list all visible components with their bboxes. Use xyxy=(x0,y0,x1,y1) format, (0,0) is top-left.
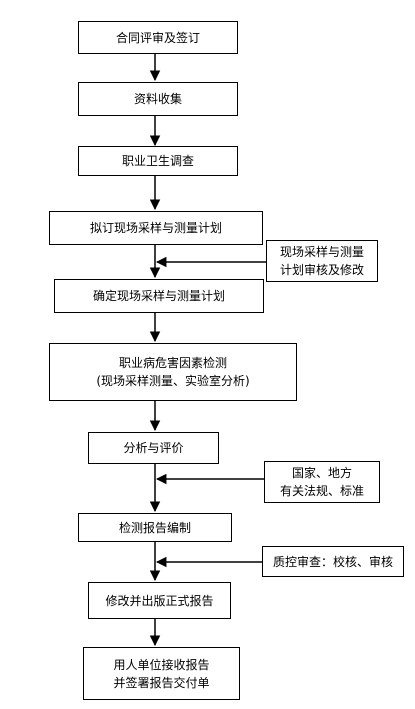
step-hazard-detection: 职业病危害因素检测 (现场采样测量、实验室分析) xyxy=(49,343,297,401)
step-sublabel: (现场采样测量、实验室分析) xyxy=(96,374,250,388)
input-label: 国家、地方 xyxy=(291,466,352,480)
step-revise-publish-report: 修改并出版正式报告 xyxy=(88,582,231,619)
step-label: 职业卫生调查 xyxy=(121,154,194,168)
step-label: 确定现场采样与测量计划 xyxy=(92,289,225,303)
input-plan-review: 现场采样与测量 计划审核及修改 xyxy=(266,240,378,282)
step-draft-sampling-plan: 拟订现场采样与测量计划 xyxy=(49,211,263,245)
input-sublabel: 有关法规、标准 xyxy=(279,484,364,498)
input-label: 质控审查：校核、审核 xyxy=(272,554,393,569)
step-label: 职业病危害因素检测 xyxy=(118,356,227,370)
input-label: 现场采样与测量 xyxy=(279,245,364,259)
step-analysis-evaluation: 分析与评价 xyxy=(88,432,219,464)
step-occupational-health-survey: 职业卫生调查 xyxy=(78,146,238,176)
step-label: 用人单位接收报告 xyxy=(113,657,210,672)
step-label: 合同评审及签订 xyxy=(115,30,200,45)
input-quality-control: 质控审查：校核、审核 xyxy=(262,546,404,577)
input-regulations-standards: 国家、地方 有关法规、标准 xyxy=(264,461,380,503)
step-label: 资料收集 xyxy=(133,92,182,106)
step-sublabel: 并签署报告交付单 xyxy=(113,675,210,690)
step-confirm-sampling-plan: 确定现场采样与测量计划 xyxy=(54,279,264,313)
step-data-collection: 资料收集 xyxy=(78,82,238,116)
input-sublabel: 计划审核及修改 xyxy=(279,263,364,277)
step-label: 检测报告编制 xyxy=(118,520,191,535)
step-label: 修改并出版正式报告 xyxy=(105,593,214,608)
step-label: 分析与评价 xyxy=(123,441,184,455)
step-report-compilation: 检测报告编制 xyxy=(78,513,232,542)
step-contract-review: 合同评审及签订 xyxy=(78,21,238,54)
step-client-receive-report: 用人单位接收报告 并签署报告交付单 xyxy=(83,647,240,700)
step-label: 拟订现场采样与测量计划 xyxy=(89,221,222,235)
